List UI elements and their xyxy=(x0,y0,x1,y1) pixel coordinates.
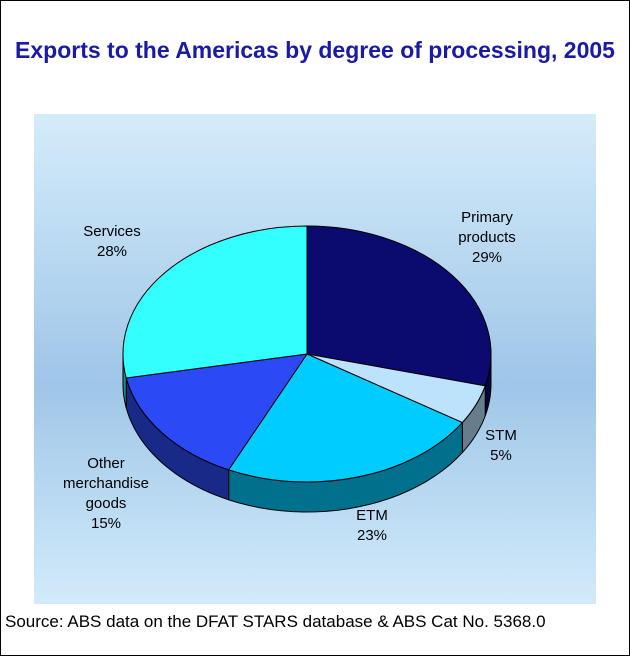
chart-title: Exports to the Americas by degree of pro… xyxy=(15,37,615,63)
slice-primary-products xyxy=(306,225,492,387)
slice-etm xyxy=(227,353,464,483)
slice-other-merchandise-goods xyxy=(125,353,309,471)
pie-chart xyxy=(122,225,492,513)
source-note: Source: ABS data on the DFAT STARS datab… xyxy=(5,612,546,631)
slice-services xyxy=(122,225,308,379)
